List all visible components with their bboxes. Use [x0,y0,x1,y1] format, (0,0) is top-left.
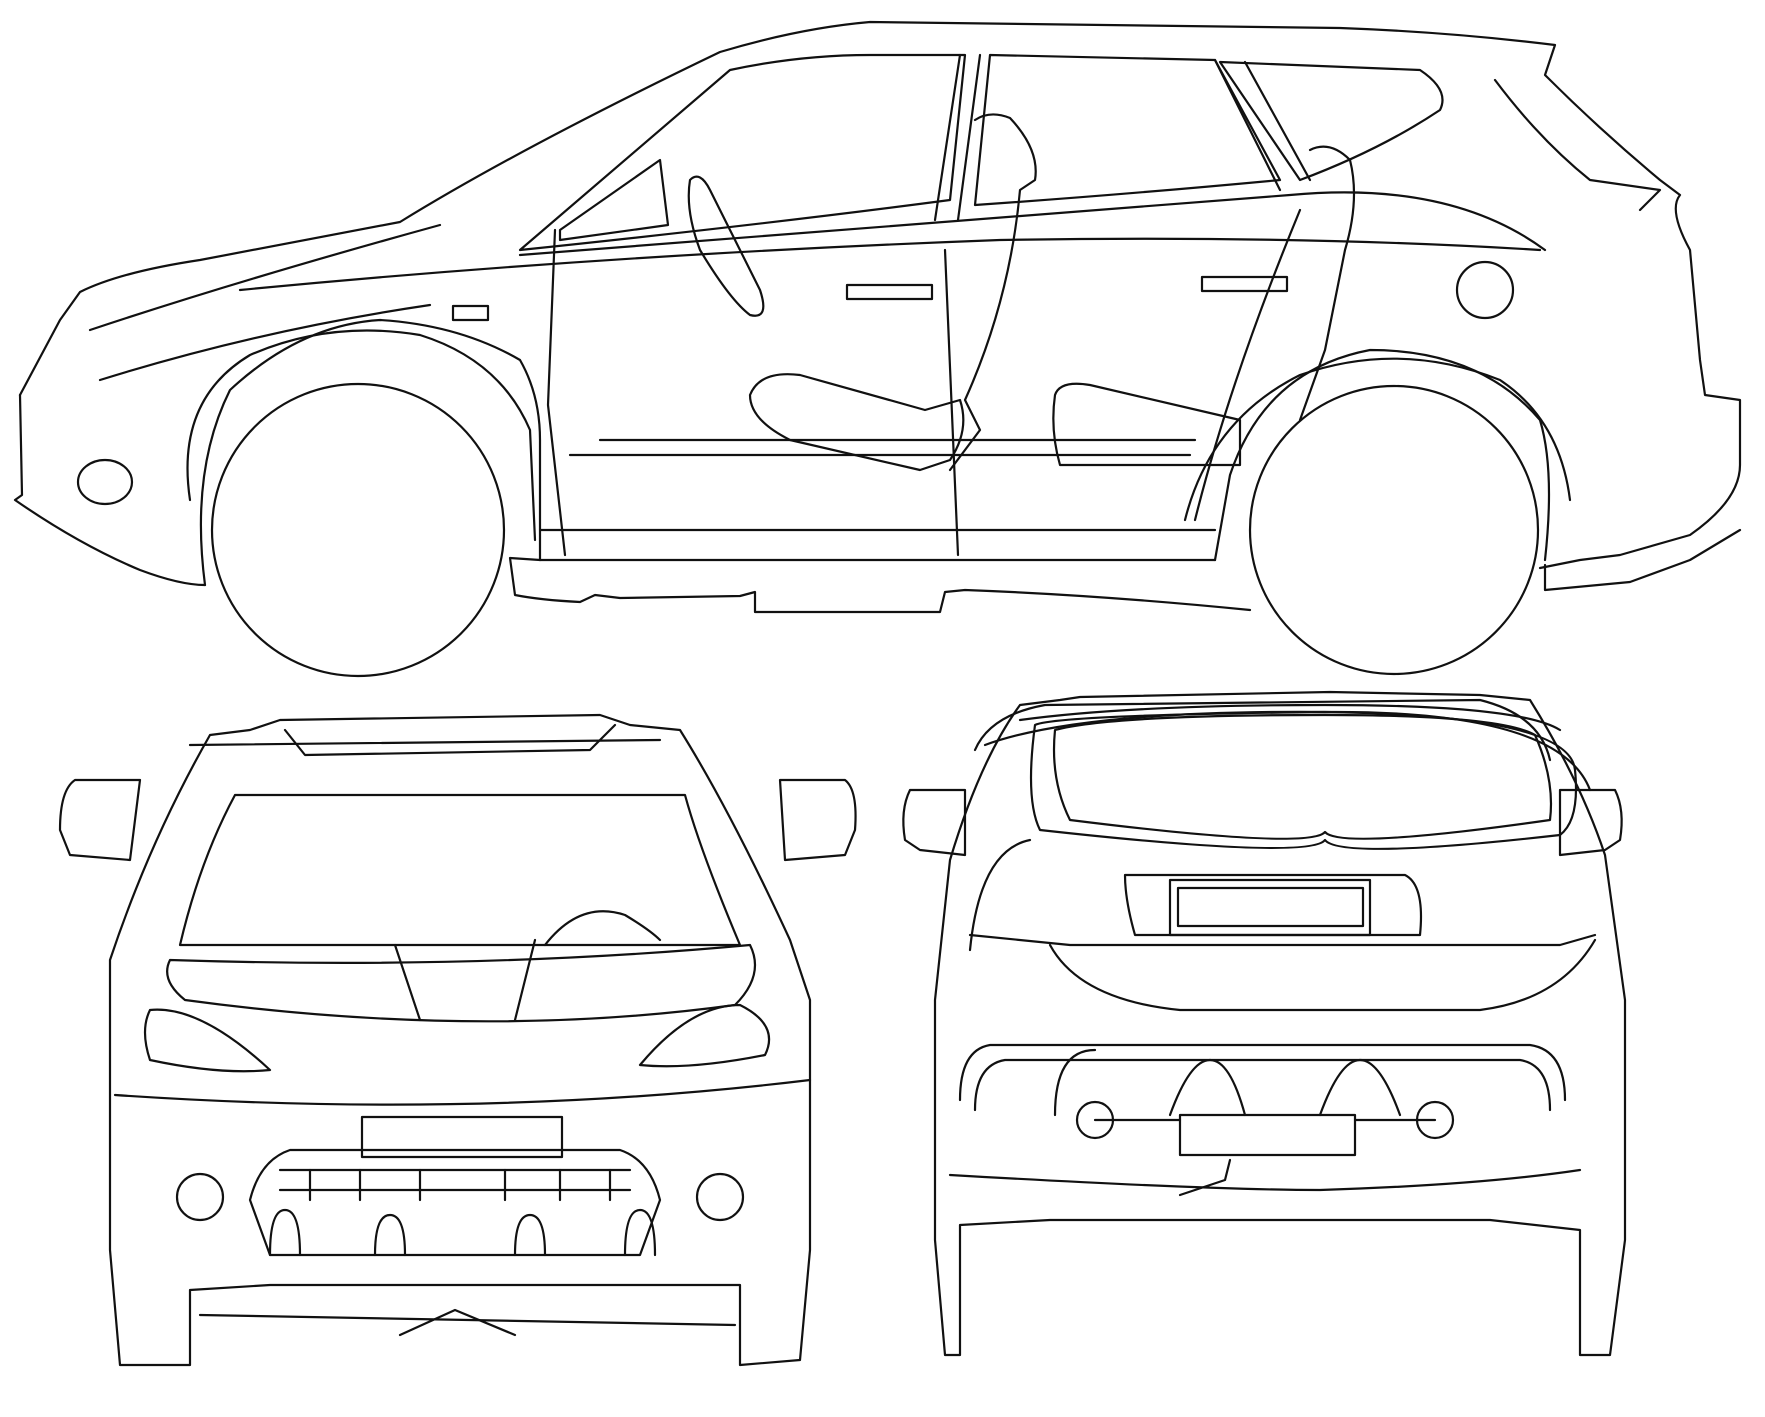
front-body-outline [108,713,812,1367]
side-details [76,260,1742,592]
side-body-outline [13,20,1742,614]
front-seat-cushion [748,373,965,472]
front-license-plate [360,1115,564,1159]
rear-bumper [948,1043,1582,1197]
rear-view [902,690,1627,1357]
side-wheels [186,329,1572,678]
rear-mirrors [902,788,1623,857]
left-mirror [58,778,142,862]
rear-body-outline [933,690,1627,1357]
front-grille [175,1115,745,1337]
side-marker [451,304,490,322]
rear-step-plate [1178,1113,1357,1157]
front-headlights [113,1003,812,1106]
side-interior-seats [558,113,1356,472]
rear-wheel [1248,384,1540,676]
front-wheel [210,382,506,678]
right-mirror [778,778,857,862]
side-belt-lines [88,191,1547,457]
rear-license-plate [1176,886,1365,928]
dash [558,158,670,242]
rear-door-handle [1200,275,1289,293]
front-seat-back [948,113,1037,472]
rear-left-mirror [902,788,967,857]
fuel-cap [1455,260,1515,320]
front-view [58,713,857,1367]
rear-right-mirror [1558,788,1623,857]
fog-light [76,458,134,506]
front-fog-left [175,1172,225,1222]
steering-wheel [687,175,765,317]
rear-seat-cushion [1052,382,1242,467]
side-door-lines [546,208,1302,557]
front-mirrors [58,778,857,862]
rear-seat-back [1298,145,1356,422]
front-fog-right [695,1172,745,1222]
front-door-handle [845,283,934,301]
side-windows [518,53,1662,252]
side-view [13,20,1742,678]
rear-lamps-plate [1123,873,1423,937]
